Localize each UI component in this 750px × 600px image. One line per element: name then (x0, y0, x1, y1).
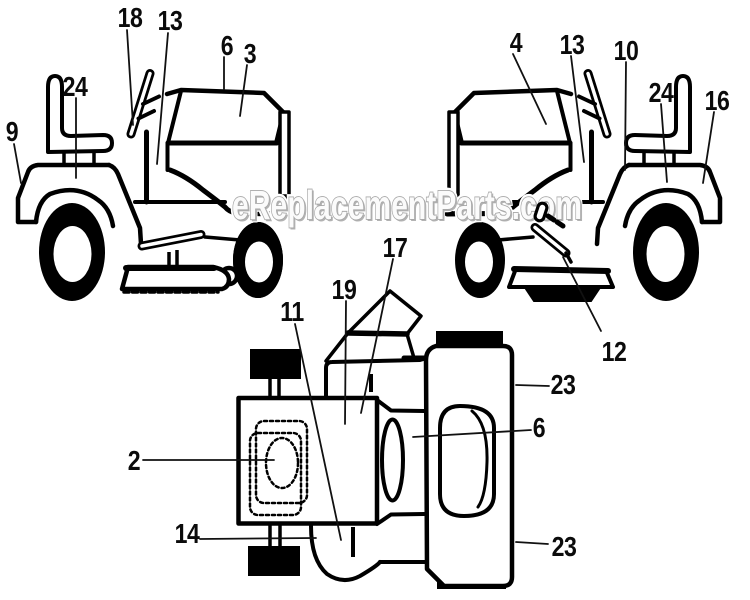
svg-text:17: 17 (383, 233, 408, 263)
svg-text:6: 6 (533, 413, 546, 443)
svg-text:13: 13 (158, 6, 183, 36)
svg-text:11: 11 (280, 297, 304, 327)
svg-text:24: 24 (649, 78, 674, 108)
svg-text:18: 18 (118, 3, 143, 33)
svg-text:eReplacementParts.com: eReplacementParts.com (232, 182, 582, 228)
svg-text:eReplacementParts.com: eReplacementParts.com (234, 184, 584, 230)
svg-text:16: 16 (705, 86, 730, 116)
svg-text:eReplacementParts.com: eReplacementParts.com (232, 182, 582, 228)
svg-text:23: 23 (552, 532, 577, 562)
svg-text:23: 23 (551, 370, 576, 400)
svg-text:3: 3 (244, 39, 257, 69)
svg-text:24: 24 (63, 72, 88, 102)
svg-text:9: 9 (6, 117, 19, 147)
svg-text:6: 6 (221, 31, 234, 61)
svg-text:12: 12 (602, 337, 627, 367)
svg-text:19: 19 (332, 275, 357, 305)
svg-text:13: 13 (560, 30, 585, 60)
svg-text:4: 4 (510, 28, 523, 58)
svg-text:2: 2 (128, 446, 141, 476)
svg-text:14: 14 (175, 519, 200, 549)
svg-text:10: 10 (614, 36, 639, 66)
